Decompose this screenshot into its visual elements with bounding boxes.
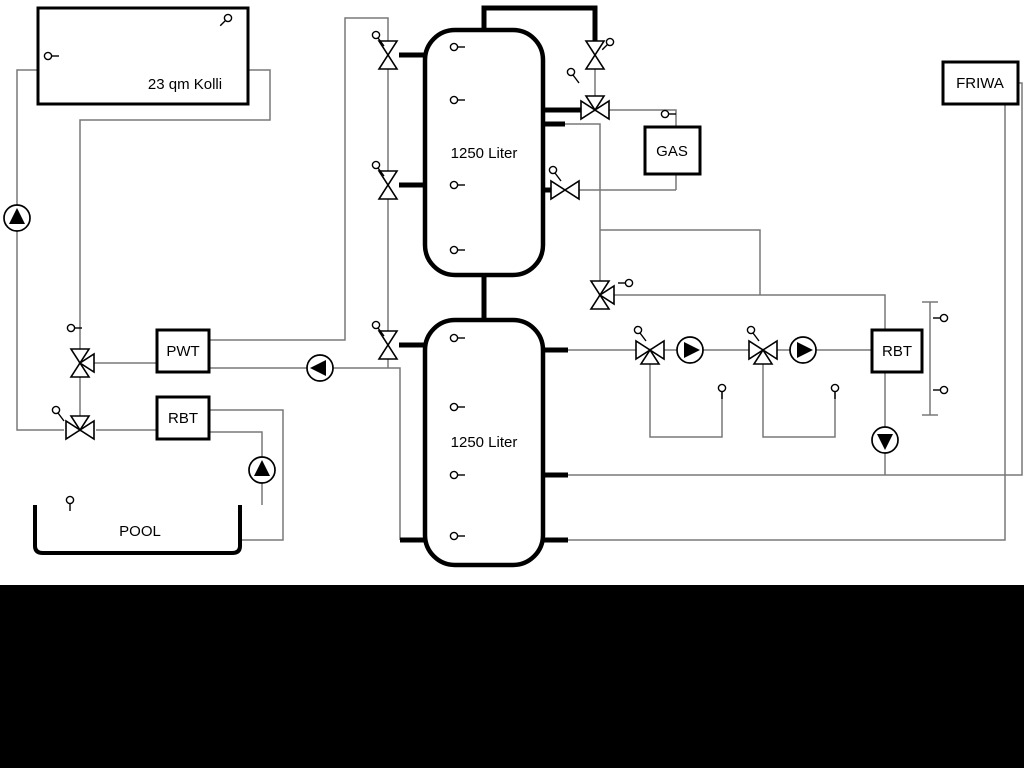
pipe-tank-stubs <box>399 52 581 543</box>
buffer-tank-top <box>422 27 546 278</box>
pwt-box <box>155 328 211 374</box>
collector-label: 23 qm Kolli <box>148 76 222 93</box>
solar-pump-icon <box>3 204 31 232</box>
pwt-label: PWT <box>166 343 199 360</box>
pipe-gas-run <box>565 69 761 295</box>
pipes-trunk <box>399 5 598 543</box>
tank-bottom-label: 1250 Liter <box>451 434 518 451</box>
footer-black-band <box>0 585 1024 768</box>
pipe-distribution-run <box>568 294 886 438</box>
pipe-friwa-run <box>568 82 1023 541</box>
rbt-right-pump-icon <box>871 426 899 454</box>
pipe-solar-collector-run <box>16 69 271 431</box>
pwt-charge-pump-icon <box>306 354 334 382</box>
heating-circuit-1-pump-icon <box>676 336 704 364</box>
pipes-thin <box>16 17 1023 541</box>
rbt-left-label: RBT <box>168 410 198 427</box>
solar-collector-box <box>36 6 250 106</box>
pool-basin <box>33 505 242 555</box>
friwa-box <box>941 60 1020 106</box>
buffer-tank-bottom <box>422 317 546 568</box>
pipe-top-header <box>481 5 598 41</box>
pool-label: POOL <box>119 523 161 540</box>
heating-circuit-2-pump-icon <box>789 336 817 364</box>
rbt-right-box <box>870 328 924 374</box>
pool-pump-icon <box>248 456 276 484</box>
rbt-left-box <box>155 395 211 441</box>
gas-label: GAS <box>656 143 688 160</box>
tank-top-label: 1250 Liter <box>451 145 518 162</box>
pipe-pwt-run <box>209 17 401 540</box>
friwa-label: FRIWA <box>956 75 1004 92</box>
rbt-right-label: RBT <box>882 343 912 360</box>
gas-boiler-box <box>643 125 702 176</box>
